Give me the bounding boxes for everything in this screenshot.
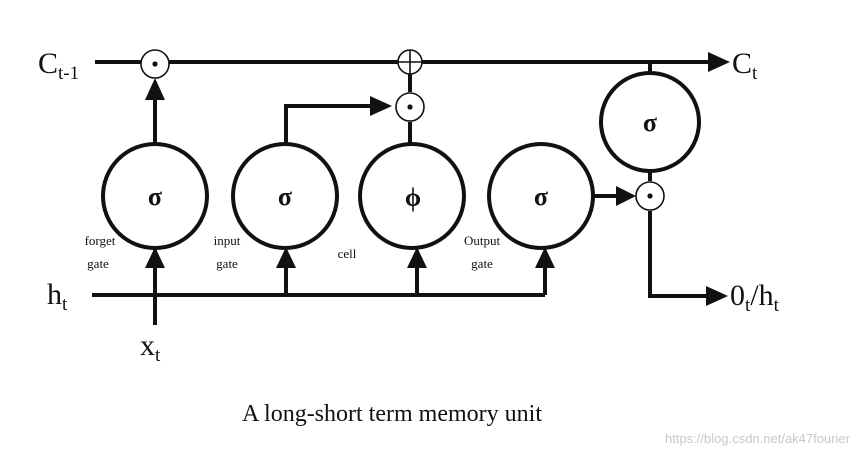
input-gate-symbol: σ bbox=[278, 182, 292, 211]
output-multiply-dot bbox=[647, 193, 653, 199]
input-gate-label-line1: input bbox=[214, 233, 241, 248]
cell-state-arrowhead bbox=[708, 52, 730, 72]
output-gate-input-arrowhead bbox=[535, 247, 555, 268]
output-gate-label-line2: gate bbox=[471, 256, 493, 271]
input-multiply-dot bbox=[407, 104, 413, 110]
input-gate-output-arrowhead bbox=[370, 96, 392, 116]
output-gate-label-line1: Output bbox=[464, 233, 501, 248]
output-line bbox=[648, 211, 708, 298]
h-in-label: ht bbox=[47, 278, 68, 315]
x-in-label: xt bbox=[140, 329, 161, 366]
forget-multiply-dot bbox=[152, 61, 158, 67]
diagram-caption: A long-short term memory unit bbox=[242, 401, 542, 427]
output-gate-circle bbox=[487, 142, 595, 250]
output-arrowhead bbox=[706, 286, 728, 306]
input-gate-circle bbox=[231, 142, 339, 250]
forget-gate-label-line1: forget bbox=[85, 233, 116, 248]
forget-gate-circle bbox=[101, 142, 209, 250]
forget-gate-label-line2: gate bbox=[87, 256, 109, 271]
forget-gate-output-arrowhead bbox=[145, 78, 165, 100]
forget-gate-symbol: σ bbox=[148, 182, 162, 211]
cell-input-arrowhead bbox=[407, 247, 427, 268]
cell-circle bbox=[358, 142, 466, 250]
c-out-label: Ct bbox=[732, 47, 758, 84]
input-gate-input-arrowhead bbox=[276, 247, 296, 268]
watermark: https://blog.csdn.net/ak47fourier bbox=[665, 431, 851, 446]
cell-symbol: ϕ bbox=[405, 183, 421, 212]
cell-label: cell bbox=[338, 246, 357, 261]
c-prev-label: Ct-1 bbox=[38, 47, 79, 84]
output-label: 0t/ht bbox=[730, 279, 780, 316]
tanh-circle bbox=[599, 71, 701, 173]
output-gate-output-arrowhead bbox=[616, 186, 636, 206]
tanh-symbol: σ bbox=[643, 108, 657, 137]
input-gate-output-line bbox=[284, 104, 372, 144]
output-gate-symbol: σ bbox=[534, 182, 548, 211]
input-gate-label-line2: gate bbox=[216, 256, 238, 271]
forget-gate-input-arrowhead bbox=[145, 247, 165, 268]
